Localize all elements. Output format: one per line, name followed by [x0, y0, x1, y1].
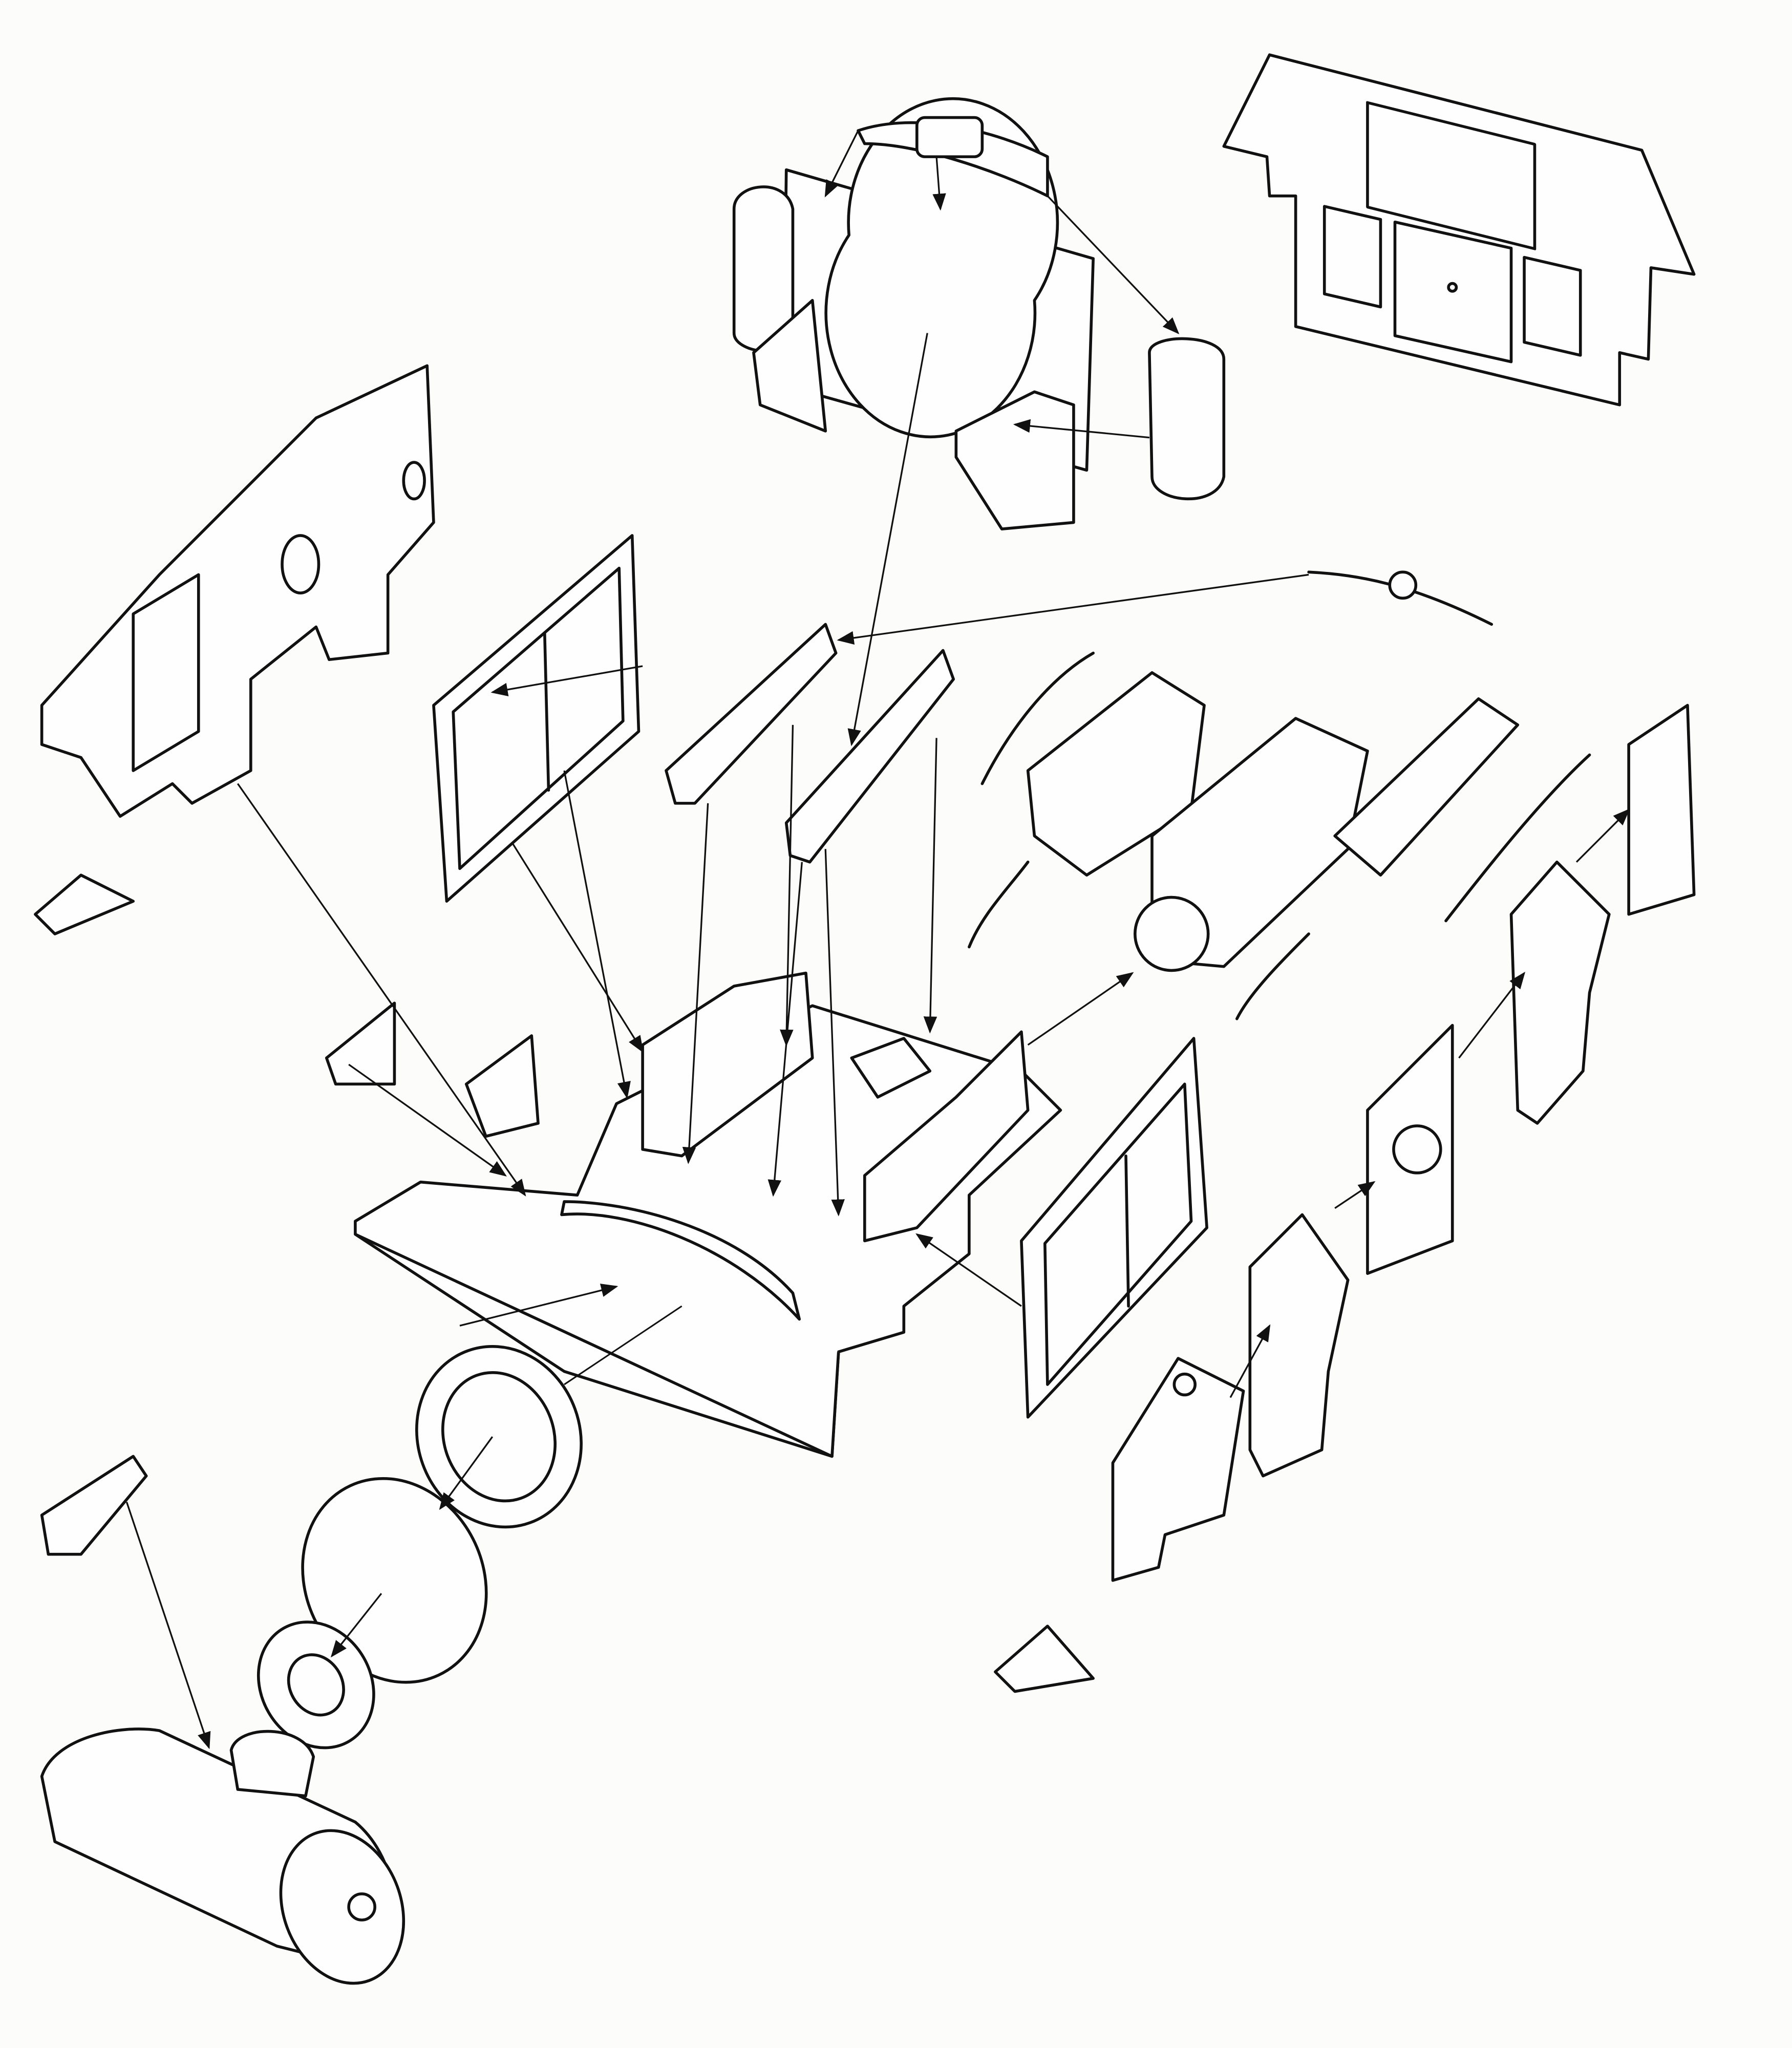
underframe-floor	[354, 971, 1062, 1458]
blower-mount-panel	[732, 97, 1226, 746]
right-frame-parts	[994, 703, 1696, 1693]
cab-wall-panel	[1222, 53, 1696, 407]
cross-members	[665, 623, 955, 864]
brackets	[325, 1001, 540, 1138]
assembly-leader-lines	[237, 573, 1630, 1398]
right-radiator-frame	[1020, 1037, 1208, 1419]
left-radiator-frame	[432, 534, 641, 903]
left-frame-girder	[34, 364, 435, 935]
traction-motor-assembly	[40, 1345, 583, 1985]
diesel-engine	[968, 570, 1591, 1020]
